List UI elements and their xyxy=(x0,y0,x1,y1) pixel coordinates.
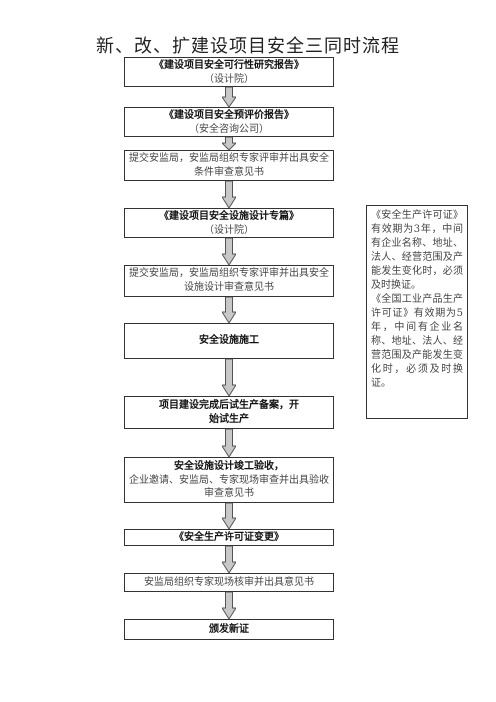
step-sublabel: （设计院） xyxy=(204,73,254,85)
step-label: 《建设项目安全设施设计专篇》 xyxy=(159,210,299,222)
step-design-review: 提交安监局，安监局组织专家评审并出具安全设施设计审查意见书 xyxy=(124,265,334,297)
note-paragraph: 《安全生产许可证》有效期为3年，中间有企业名称、地址、法人、经营范围及产能发生变… xyxy=(371,210,463,291)
step-label: 安全设施施工 xyxy=(199,335,259,346)
arrow-down-icon xyxy=(222,546,236,573)
step-safety-conditions-review: 提交安监局，安监局组织专家评审并出具安全条件审查意见书 xyxy=(124,150,334,181)
step-trial-production: 项目建设完成后试生产备案，开始试生产 xyxy=(124,396,334,429)
step-label: 安监局组织专家现场核审并出具意见书 xyxy=(144,576,314,588)
step-label: 《建设项目安全预评价报告》 xyxy=(164,109,294,121)
step-safety-facility-design: 《建设项目安全设施设计专篇》 （设计院） xyxy=(124,208,334,238)
step-label: 《建设项目安全可行性研究报告》 xyxy=(154,59,304,71)
arrow-down-icon xyxy=(222,181,236,208)
step-sublabel: （设计院） xyxy=(204,224,254,236)
page-title: 新、改、扩建设项目安全三同时流程 xyxy=(96,36,400,57)
note-paragraph: 《全国工业产品生产许可证》有效期为5年，中间有企业名称、地址、法人、经营范围及产… xyxy=(371,294,463,389)
arrow-down-icon xyxy=(222,297,236,323)
step-label: 提交安监局，安监局组织专家评审并出具安全条件审查意见书 xyxy=(129,152,329,178)
step-label: 项目建设完成后试生产备案，开始试生产 xyxy=(159,399,299,425)
arrow-down-icon xyxy=(222,137,236,150)
step-pre-assessment-report: 《建设项目安全预评价报告》 （安全咨询公司） xyxy=(124,107,334,137)
license-validity-note: 《安全生产许可证》有效期为3年，中间有企业名称、地址、法人、经营范围及产能发生变… xyxy=(366,205,468,419)
arrow-down-icon xyxy=(222,238,236,265)
arrow-down-icon xyxy=(222,592,236,619)
arrow-down-icon xyxy=(222,503,236,529)
step-onsite-review: 安监局组织专家现场核审并出具意见书 xyxy=(124,573,334,592)
step-issue-new-license: 颁发新证 xyxy=(124,619,334,640)
arrow-down-icon xyxy=(222,87,236,107)
step-label: 安全设施设计竣工验收， xyxy=(174,461,284,472)
arrow-down-icon xyxy=(222,359,236,396)
step-label: 颁发新证 xyxy=(209,623,249,635)
step-sublabel: 企业邀请、安监局、专家现场审查并出具验收审查意见书 xyxy=(129,475,329,499)
arrow-down-icon xyxy=(222,429,236,457)
step-facility-construction: 安全设施施工 xyxy=(124,323,334,359)
step-license-change: 《安全生产许可证变更》 xyxy=(124,529,334,546)
step-feasibility-report: 《建设项目安全可行性研究报告》 （设计院） xyxy=(124,57,334,87)
step-sublabel: （安全咨询公司） xyxy=(189,123,269,135)
step-completion-acceptance: 安全设施设计竣工验收， 企业邀请、安监局、专家现场审查并出具验收审查意见书 xyxy=(124,457,334,503)
step-label: 提交安监局，安监局组织专家评审并出具安全设施设计审查意见书 xyxy=(129,268,329,293)
step-label: 《安全生产许可证变更》 xyxy=(174,531,284,543)
